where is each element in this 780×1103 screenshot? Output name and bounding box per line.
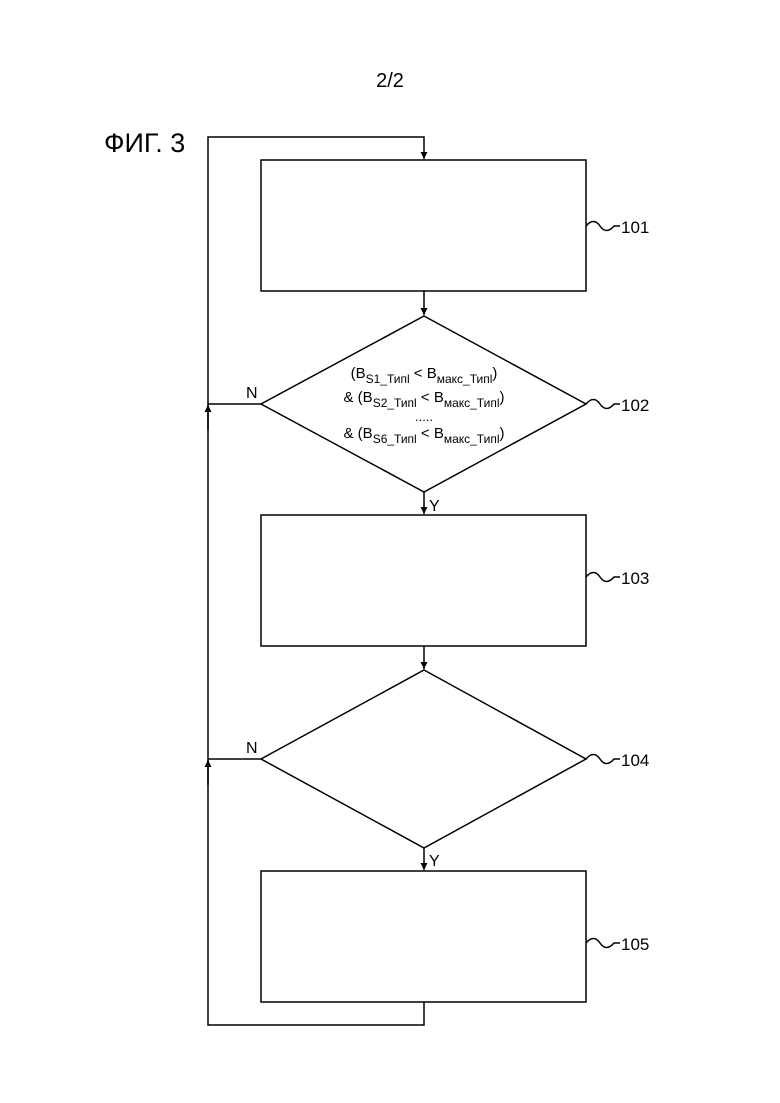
leader-101 <box>586 222 620 231</box>
condition-line-2: & (BS2_Типl < Bмакс_Типl) <box>344 389 505 410</box>
no-label-104: N <box>246 740 258 757</box>
condition-ellipsis: ..... <box>415 409 433 424</box>
leader-105 <box>586 939 620 948</box>
process-box-101 <box>261 160 586 291</box>
yes-label-104: Y <box>429 853 440 870</box>
no-label-102: N <box>246 385 258 402</box>
leader-102 <box>586 400 620 409</box>
ref-103: 103 <box>621 569 649 588</box>
decision-diamond-104 <box>261 670 586 848</box>
loop-return-line <box>208 137 424 1025</box>
ref-101: 101 <box>621 218 649 237</box>
leader-103 <box>586 573 620 582</box>
process-box-105 <box>261 871 586 1002</box>
ref-104: 104 <box>621 751 649 770</box>
yes-label-102: Y <box>429 498 440 515</box>
ref-102: 102 <box>621 396 649 415</box>
leader-104 <box>586 755 620 764</box>
ref-105: 105 <box>621 935 649 954</box>
condition-line-1: (BS1_Типl < Bмакс_Типl) <box>351 365 498 386</box>
condition-line-3: & (BS6_Типl < Bмакс_Типl) <box>344 425 505 446</box>
process-box-103 <box>261 515 586 646</box>
